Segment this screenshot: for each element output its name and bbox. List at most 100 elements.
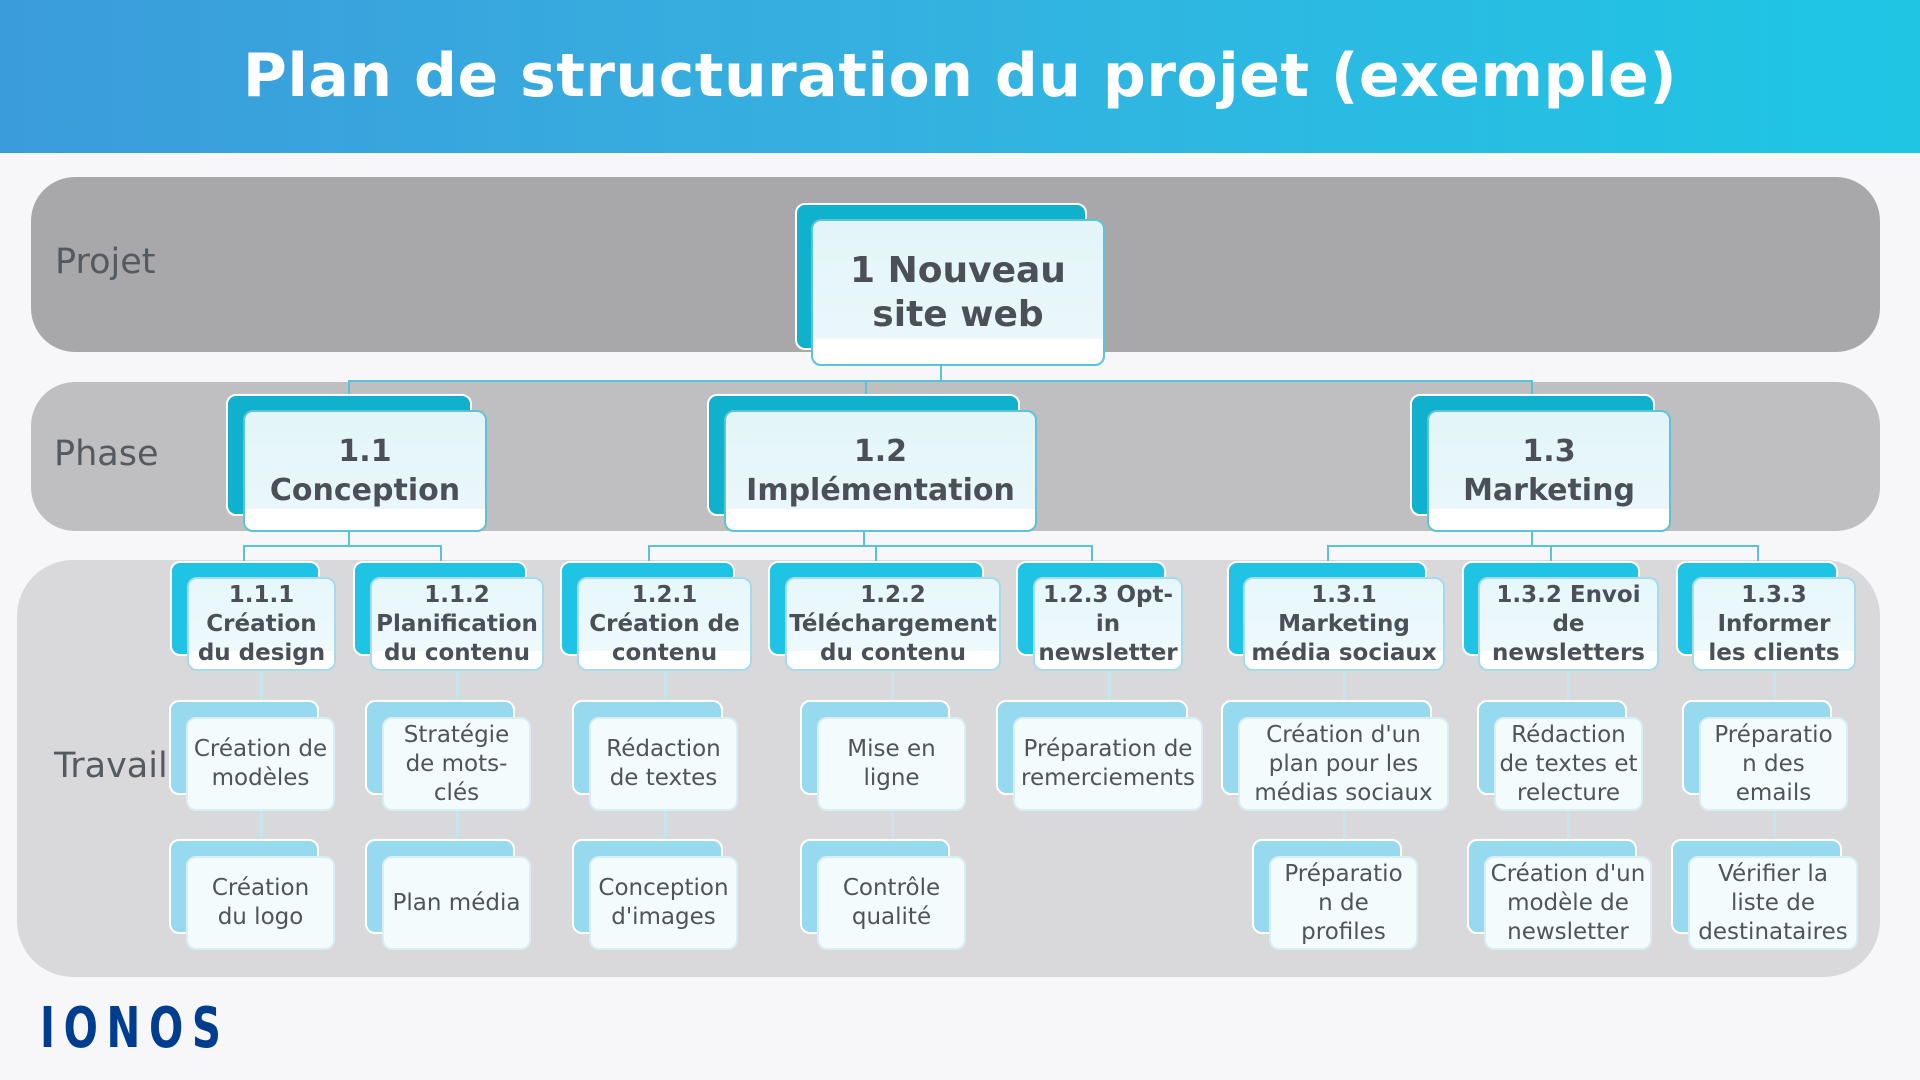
- package-line: newsletters: [1491, 639, 1645, 666]
- task-line: modèles: [211, 765, 310, 791]
- connector: [243, 545, 245, 561]
- task-line: Préparation de: [1023, 736, 1193, 762]
- project-node[interactable]: 1 Nouveau site web: [795, 203, 1105, 366]
- task-line: du logo: [217, 904, 304, 930]
- package-line: Création: [206, 610, 317, 637]
- package-line: Téléchargement: [789, 610, 997, 637]
- ionos-logo: IONOS: [40, 996, 230, 1061]
- package-line: 1.1.2: [424, 581, 490, 608]
- phase-name: Marketing: [1463, 473, 1635, 508]
- phase-id: 1.3: [1522, 434, 1576, 469]
- card-front: 1 Nouveau site web: [811, 219, 1105, 366]
- task-line: Préparatio: [1714, 721, 1833, 748]
- package-line: Planification: [376, 610, 538, 637]
- task-line: clés: [433, 779, 480, 806]
- task-line: Création d'un: [1490, 860, 1646, 887]
- connector: [1327, 545, 1329, 561]
- task-node[interactable]: Préparation de remerciements: [996, 700, 1203, 811]
- connector: [243, 545, 442, 547]
- package-line: Création de: [589, 610, 740, 637]
- card-front: Plan média: [382, 856, 531, 950]
- connector: [1327, 545, 1759, 547]
- connector: [648, 545, 650, 561]
- card-front: Préparation de remerciements: [1013, 717, 1203, 811]
- task-line: remerciements: [1021, 765, 1195, 791]
- connector: [348, 380, 1533, 382]
- package-line: du contenu: [384, 639, 530, 666]
- package-line: 1.1.1: [228, 581, 295, 608]
- task-line: newsletter: [1507, 918, 1629, 945]
- task-line: d'images: [611, 904, 716, 930]
- package-line: 1.3.1: [1311, 581, 1377, 608]
- header-banner: [0, 0, 1920, 153]
- task-line: médias sociaux: [1254, 779, 1433, 806]
- task-line: Stratégie: [403, 721, 510, 748]
- task-line: profiles: [1301, 918, 1386, 945]
- package-line: Marketing: [1278, 610, 1410, 637]
- phase-name: Implémentation: [746, 473, 1015, 508]
- connector: [1531, 532, 1533, 546]
- task-line: n des: [1742, 750, 1805, 777]
- connector: [1550, 545, 1552, 561]
- package-line: de: [1552, 610, 1585, 637]
- card-front: Création du logo: [186, 856, 335, 950]
- phase-id: 1.2: [853, 434, 908, 469]
- connector: [875, 545, 877, 561]
- package-line: contenu: [611, 639, 718, 666]
- task-line: Mise en: [847, 736, 936, 762]
- task-node[interactable]: Plan média: [365, 839, 531, 950]
- connector: [1757, 545, 1759, 561]
- task-line: Création de: [193, 736, 328, 762]
- package-line: 1.2.1: [631, 581, 698, 608]
- connector: [1531, 380, 1533, 394]
- project-title-line1: 1 Nouveau: [850, 249, 1066, 291]
- task-line: Rédaction: [606, 736, 721, 762]
- task-line: n de: [1318, 889, 1369, 916]
- phase-id: 1.1: [338, 434, 392, 469]
- task-node[interactable]: Création de modèles: [169, 700, 335, 811]
- task-line: de mots-: [405, 750, 508, 777]
- card-front: Création de modèles: [186, 717, 335, 811]
- task-line: Contrôle: [842, 875, 941, 901]
- task-node[interactable]: Création du logo: [169, 839, 335, 950]
- task-line: Création: [211, 875, 310, 901]
- package-line: 1.2.3 Opt-: [1042, 581, 1174, 608]
